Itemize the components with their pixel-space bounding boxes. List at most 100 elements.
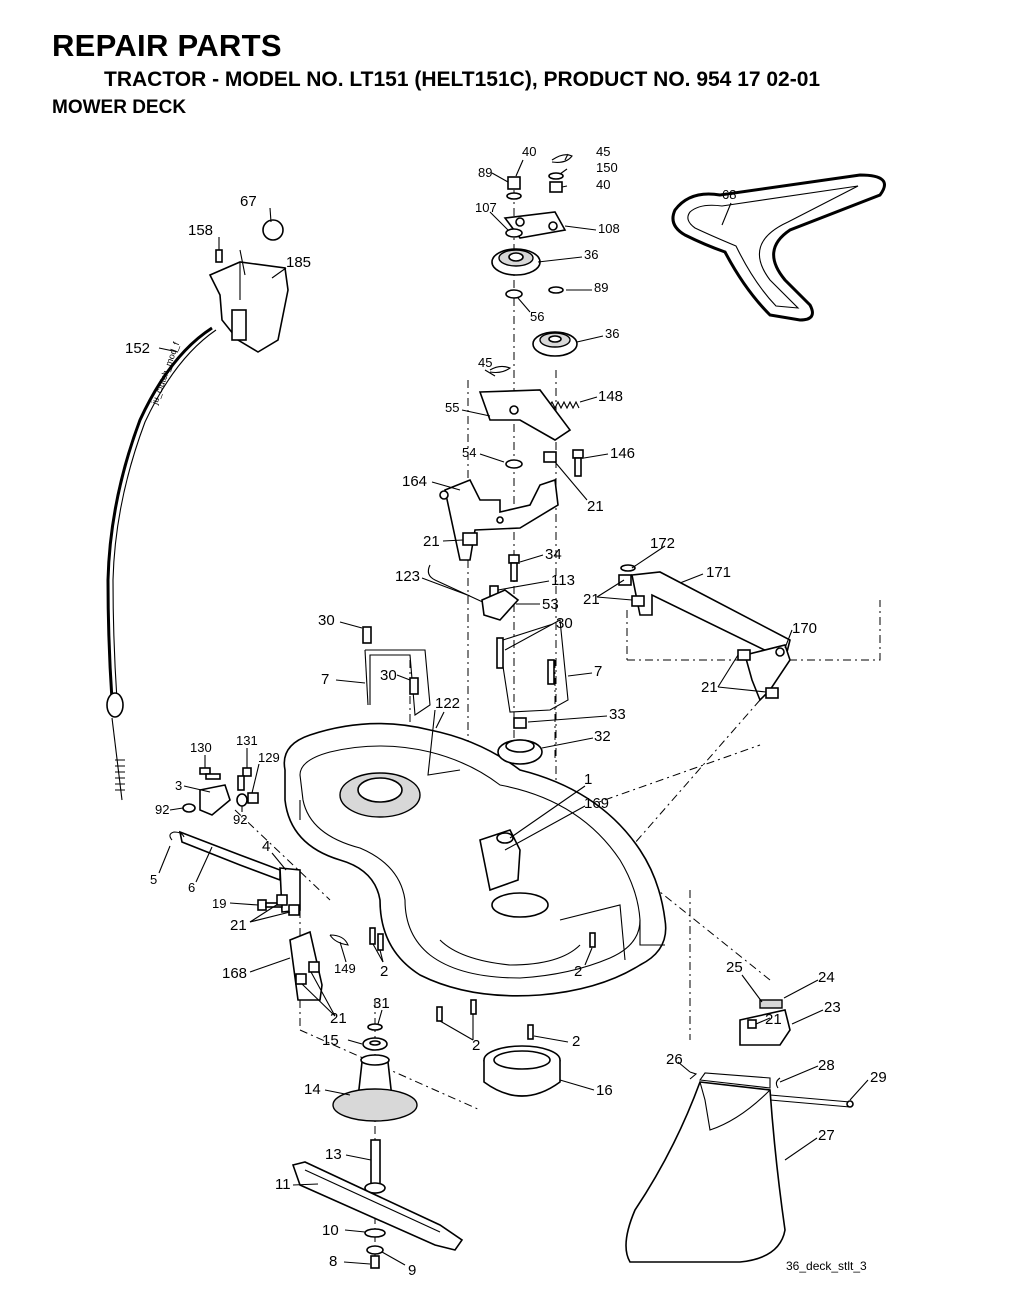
clip-28 [775, 1077, 781, 1089]
callout-5: 5 [150, 872, 157, 887]
pulley-36-lower [532, 331, 578, 357]
callout-32: 32 [594, 728, 611, 745]
bolt-34 [508, 554, 520, 582]
callout-149: 149 [334, 961, 356, 976]
callout-9: 9 [408, 1262, 416, 1279]
hairpin-5 [169, 831, 185, 841]
washer-31 [367, 1023, 383, 1031]
callout-146: 146 [610, 445, 635, 462]
callout-2: 2 [380, 963, 388, 980]
washer-10 [364, 1228, 386, 1238]
callout-92: 92 [233, 812, 247, 827]
leader-lines [158, 153, 869, 1266]
model-subtitle: TRACTOR - MODEL NO. LT151 (HELT151C), PR… [104, 68, 821, 91]
ring-16 [483, 1045, 561, 1097]
blade-11 [291, 1161, 464, 1251]
callout-107: 107 [475, 200, 497, 215]
bracket-23 [739, 1009, 791, 1046]
callout-89: 89 [594, 280, 608, 295]
clutch-bracket-185 [208, 249, 289, 353]
spring-148 [547, 400, 580, 410]
callout-2: 2 [574, 963, 582, 980]
image-reference-code: 36_deck_stlt_3 [786, 1259, 867, 1273]
idler-arm-55 [478, 389, 572, 441]
callout-21: 21 [423, 533, 440, 550]
callout-11: 11 [275, 1176, 291, 1193]
callout-164: 164 [402, 473, 427, 490]
callout-14: 14 [304, 1081, 321, 1098]
callout-16: 16 [596, 1082, 613, 1099]
callout-40: 40 [522, 144, 536, 159]
screw-158 [215, 249, 223, 263]
deck-hole [491, 892, 549, 918]
callout-130: 130 [190, 740, 212, 755]
clip-26 [689, 1071, 698, 1080]
callout-21: 21 [583, 591, 600, 608]
bearing-15 [362, 1037, 388, 1051]
washer-150 [548, 172, 564, 180]
callout-40: 40 [596, 177, 610, 192]
washer-9 [366, 1245, 384, 1255]
bolt-146 [572, 449, 584, 477]
callout-2: 2 [572, 1033, 580, 1050]
callout-21: 21 [330, 1010, 347, 1027]
nut-21-chute [747, 1019, 757, 1029]
callout-labels: 40 45 150 89 40 67 68 107 108 158 185 36… [125, 144, 887, 1279]
washer-54 [505, 459, 523, 469]
callout-34: 34 [545, 546, 562, 563]
bushing-107 [505, 228, 523, 238]
callout-122: 122 [435, 695, 460, 712]
nut-21-lower [295, 961, 320, 985]
callout-185: 185 [286, 254, 311, 271]
hairpin-45 [489, 154, 573, 374]
callout-21: 21 [587, 498, 604, 515]
rod-122 [427, 709, 461, 776]
bolt-30 [362, 626, 555, 695]
callout-23: 23 [824, 999, 841, 1016]
callout-19: 19 [212, 896, 226, 911]
callout-92: 92 [155, 802, 169, 817]
belt-68 [671, 173, 886, 322]
callout-27: 27 [818, 1127, 835, 1144]
nut-21-rear [618, 574, 779, 699]
callout-1: 1 [584, 771, 592, 788]
callout-170: 170 [792, 620, 817, 637]
callout-129: 129 [258, 750, 280, 765]
callout-54: 54 [462, 445, 476, 460]
bracket-3 [199, 784, 231, 816]
callout-33: 33 [609, 706, 626, 723]
callout-108: 108 [598, 221, 620, 236]
callout-131: 131 [236, 733, 258, 748]
baffle-7-right [501, 619, 569, 713]
callout-4: 4 [262, 838, 270, 855]
spring-24 [759, 999, 783, 1009]
callout-53: 53 [542, 596, 559, 613]
callout-30: 30 [556, 615, 573, 632]
callout-13: 13 [325, 1146, 342, 1163]
callout-25: 25 [726, 959, 743, 976]
callout-172: 172 [650, 535, 675, 552]
callout-123: 123 [395, 568, 420, 585]
callout-169: 169 [584, 795, 609, 812]
washer-172 [620, 564, 636, 572]
washer-92 [182, 793, 248, 813]
callout-171: 171 [706, 564, 731, 581]
callout-152: 152 [125, 340, 150, 357]
callout-28: 28 [818, 1057, 835, 1074]
callout-56: 56 [530, 309, 544, 324]
callout-68: 68 [722, 187, 736, 202]
clutch-pulley-32 [497, 739, 543, 765]
callout-148: 148 [598, 388, 623, 405]
nut-33 [513, 717, 527, 729]
baffle-7-left [364, 649, 431, 716]
spindle-housing-14 [332, 1054, 418, 1122]
cable-label: ju_clutch_mod_f [149, 340, 181, 406]
callout-113: 113 [551, 572, 575, 589]
callout-15: 15 [322, 1032, 339, 1049]
pulley-36-upper [491, 248, 541, 276]
bolt-8 [370, 1255, 380, 1269]
callout-30: 30 [318, 612, 335, 629]
callout-36: 36 [584, 247, 598, 262]
callout-21: 21 [765, 1011, 782, 1028]
